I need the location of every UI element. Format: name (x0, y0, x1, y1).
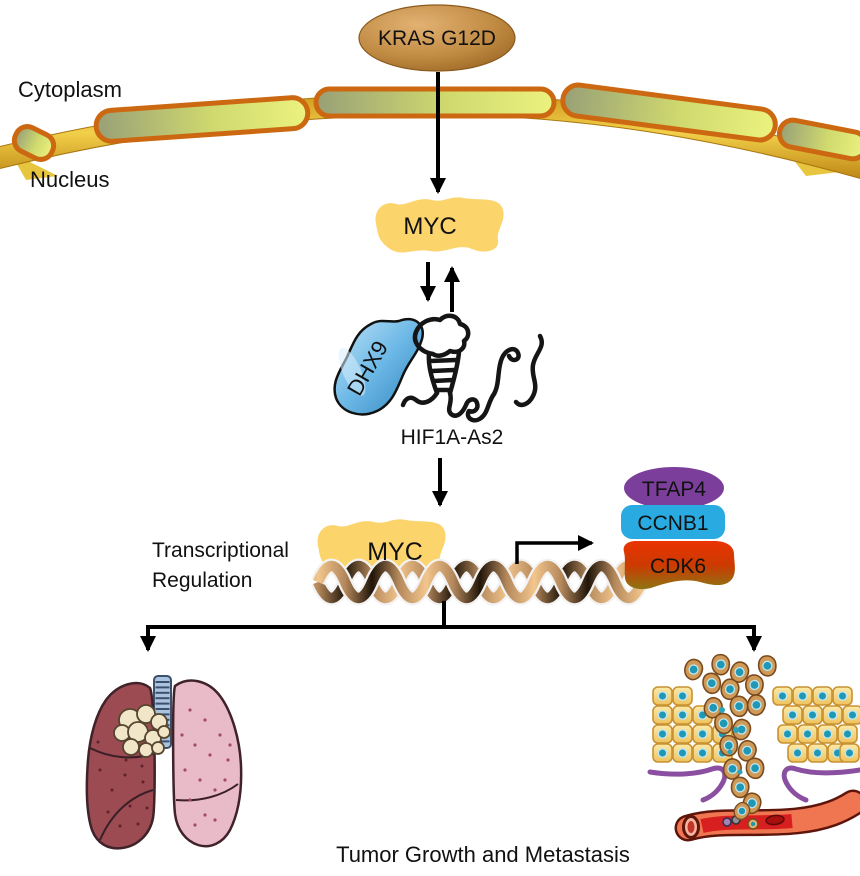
membrane-capsule (93, 95, 311, 144)
process-label-line1: Transcriptional (152, 539, 289, 562)
epithelial-cell (672, 705, 693, 725)
blood-vessel (674, 789, 860, 842)
epithelial-cell (839, 743, 860, 763)
right-lung (171, 679, 243, 848)
transcription-start-arrow (515, 535, 594, 564)
tumor-cell (727, 694, 751, 719)
rna-tail-bottom (446, 390, 497, 423)
dhx9-node: DHX9 (333, 317, 425, 416)
epithelial-cell (837, 724, 858, 744)
epithelial-cell (652, 686, 673, 706)
branch-connector (148, 601, 754, 629)
tissue-illustration (647, 652, 860, 842)
tumor-mass (113, 704, 171, 758)
rna-stem (426, 349, 462, 396)
membrane-capsule (313, 86, 557, 119)
epithelial-cell (772, 686, 793, 706)
epithelial-cell (692, 743, 713, 763)
dna-strand-front (313, 560, 647, 604)
epithelial-cell (832, 686, 853, 706)
nuclear-membrane (0, 82, 860, 180)
myc-node: MYC (375, 197, 504, 253)
membrane-capsule (776, 117, 860, 162)
epithelial-cell (672, 686, 693, 706)
epithelial-cell (817, 724, 838, 744)
kras-node: KRAS G12D (358, 4, 516, 72)
myc-label: MYC (403, 213, 456, 240)
rna-tail-right (491, 346, 521, 397)
epithelial-cell (652, 705, 673, 725)
cdk6-shape (623, 541, 735, 590)
rna-loop (412, 313, 471, 358)
ccnb1-node: CCNB1 (621, 505, 725, 539)
membrane-capsule (11, 124, 57, 162)
kras-ellipse (358, 4, 516, 72)
tumor-cell (710, 652, 732, 677)
ccnb1-box (621, 505, 725, 539)
membrane-capsule (560, 82, 778, 143)
cytoplasm-label: Cytoplasm (18, 77, 122, 102)
rna-tail-left (400, 390, 440, 408)
caption: Tumor Growth and Metastasis (336, 842, 630, 867)
tfap4-ellipse (624, 467, 724, 509)
epithelial-cell (797, 724, 818, 744)
tumor-cell (743, 756, 767, 781)
epithelial-cell (652, 724, 673, 744)
kras-label: KRAS G12D (378, 27, 496, 50)
tumor-cell (745, 693, 767, 717)
ccnb1-label: CCNB1 (637, 512, 708, 535)
hif1a-rna-structure (400, 313, 544, 423)
cdk6-label: CDK6 (650, 555, 706, 578)
epithelial-cell (782, 705, 803, 725)
dna-helix (311, 558, 649, 606)
tfap4-label: TFAP4 (642, 478, 707, 501)
epithelial-cell (777, 724, 798, 744)
tumor-cells (682, 652, 779, 823)
tumor-cell (744, 673, 765, 697)
lung-illustration (85, 675, 243, 850)
epithelial-cell (672, 724, 693, 744)
hif1a-label: HIF1A-As2 (401, 426, 504, 449)
epithelial-cell (842, 705, 860, 725)
epithelial-cell (802, 705, 823, 725)
nucleus-label: Nucleus (30, 167, 109, 192)
epithelial-cell (672, 743, 693, 763)
process-label-line2: Regulation (152, 569, 252, 592)
epithelial-cell (652, 743, 673, 763)
epithelial-cell (787, 743, 808, 763)
tumor-cell (755, 653, 779, 679)
cdk6-node: CDK6 (623, 541, 735, 590)
tumor-cell (682, 657, 705, 682)
myc-promoter-label: MYC (367, 538, 423, 566)
epithelial-cell (792, 686, 813, 706)
epithelial-cell (692, 724, 713, 744)
tfap4-node: TFAP4 (624, 467, 724, 509)
epithelial-cell (812, 686, 833, 706)
rna-tail-far-right (513, 333, 544, 408)
epithelial-cell (807, 743, 828, 763)
dhx9-highlight (338, 347, 366, 397)
epithelial-cell (822, 705, 843, 725)
